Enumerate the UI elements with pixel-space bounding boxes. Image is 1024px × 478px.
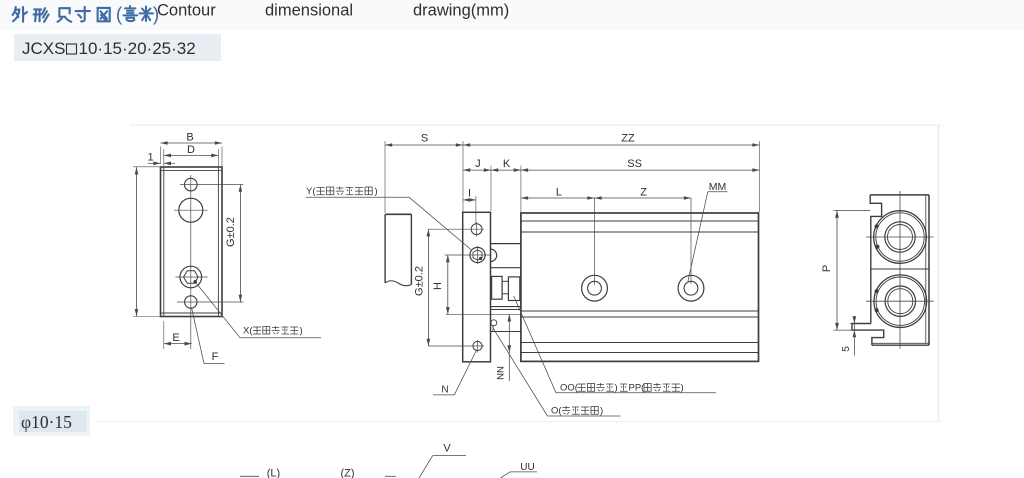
svg-text:D: D xyxy=(187,144,195,156)
svg-text:(Z): (Z) xyxy=(340,468,354,478)
svg-text:ZZ: ZZ xyxy=(621,133,635,145)
svg-text:UU: UU xyxy=(520,462,534,473)
svg-text:F: F xyxy=(212,351,219,363)
svg-text:P: P xyxy=(821,265,833,272)
svg-text:5: 5 xyxy=(841,346,852,352)
svg-text:): ) xyxy=(681,383,684,394)
svg-text:(L): (L) xyxy=(267,468,280,478)
svg-text:OO(: OO( xyxy=(560,383,579,394)
svg-text:(: ( xyxy=(116,5,123,26)
svg-text:E: E xyxy=(172,332,179,344)
svg-text:L: L xyxy=(556,187,562,199)
svg-text:): ) xyxy=(375,186,378,197)
svg-text:Z: Z xyxy=(640,187,647,199)
svg-text:X(: X( xyxy=(243,326,253,337)
svg-text:G±0.2: G±0.2 xyxy=(225,217,237,247)
svg-text:JCXS: JCXS xyxy=(22,39,65,58)
svg-text:O(: O( xyxy=(551,406,562,417)
svg-text:Y(: Y( xyxy=(306,186,316,197)
svg-text:1: 1 xyxy=(147,152,153,164)
svg-text:G±0.2: G±0.2 xyxy=(414,266,426,296)
svg-text:10·15·20·25·32: 10·15·20·25·32 xyxy=(79,39,196,58)
svg-text:S: S xyxy=(421,133,428,145)
svg-text:drawing(mm): drawing(mm) xyxy=(413,2,509,20)
svg-text:dimensional: dimensional xyxy=(265,2,353,20)
svg-text:I: I xyxy=(468,188,471,200)
svg-text:K: K xyxy=(503,158,511,170)
svg-text:): ) xyxy=(153,5,159,26)
svg-text:): ) xyxy=(600,406,603,417)
svg-text:): ) xyxy=(615,383,618,394)
svg-text:PP(: PP( xyxy=(629,383,646,394)
svg-text:Contour: Contour xyxy=(157,2,216,20)
svg-text:): ) xyxy=(300,326,303,337)
svg-text:φ10·15: φ10·15 xyxy=(21,412,72,432)
svg-text:MM: MM xyxy=(709,181,727,193)
svg-text:H: H xyxy=(432,282,444,290)
svg-text:J: J xyxy=(475,158,481,170)
svg-text:NN: NN xyxy=(496,366,507,380)
svg-text:V: V xyxy=(443,443,451,455)
svg-text:B: B xyxy=(186,132,193,144)
svg-text:N: N xyxy=(441,385,448,396)
svg-text:SS: SS xyxy=(627,158,642,170)
